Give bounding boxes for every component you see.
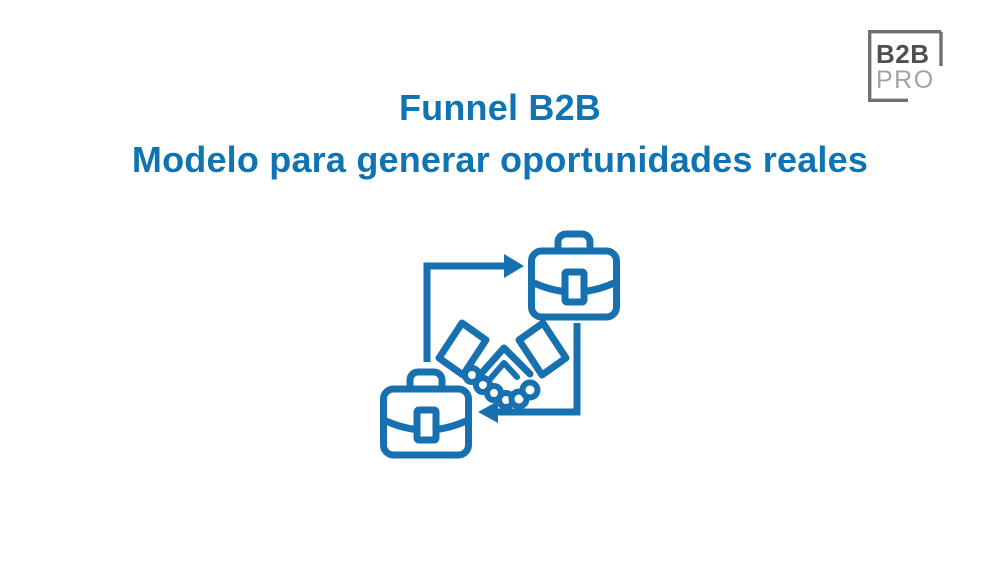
page-title: Funnel B2B [398,87,601,128]
page-subtitle: Modelo para generar oportunidades reales [131,139,869,180]
b2b-exchange-graphic [370,222,622,462]
b2bpro-logo: B2B PRO [868,30,943,102]
logo-text-pro: PRO [876,66,935,94]
briefcase-bottom-left-icon [384,372,469,455]
briefcase-top-right-icon [532,234,617,317]
logo-frame-icon [868,30,943,102]
logo-text-b2b: B2B [876,39,930,69]
title-block: Funnel B2B Modelo para generar oportunid… [0,82,1000,186]
handshake-icon [435,319,570,410]
cycle-arrow-right-icon [423,254,524,362]
cycle-arrow-left-icon [478,323,581,423]
